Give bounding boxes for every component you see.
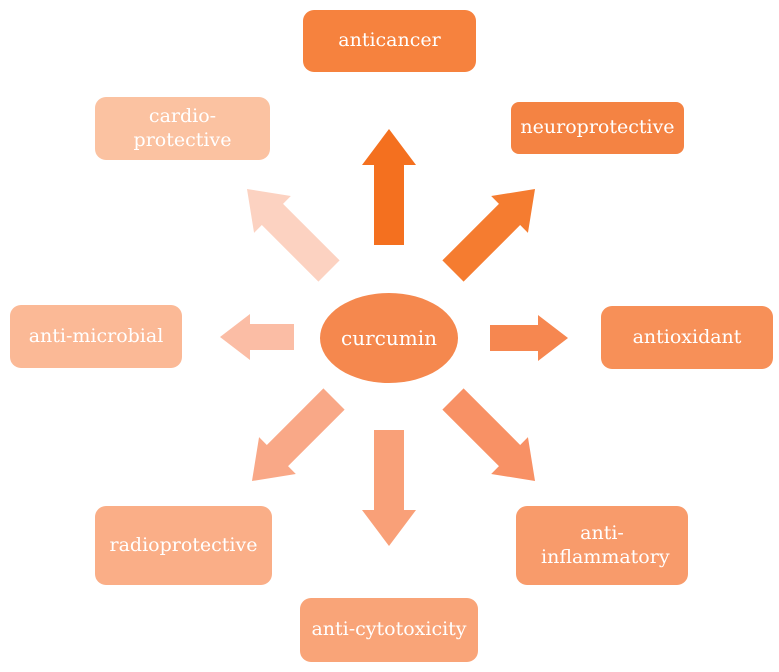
node-antioxidant-label: antioxidant (632, 325, 742, 348)
node-anti-cytotoxicity: anti-cytotoxicity (300, 598, 478, 662)
node-radioprotective-label: radioprotective (109, 533, 258, 556)
arrow-up-icon (362, 129, 416, 245)
node-anti-inflammatory: anti-inflammatory (516, 506, 688, 585)
node-anti-microbial: anti-microbial (10, 305, 182, 368)
node-anticancer-label: anticancer (338, 29, 441, 52)
center-node-curcumin-label: curcumin (341, 326, 437, 350)
arrow-down-icon (362, 430, 416, 546)
arrow-lower-left-icon (251, 388, 345, 482)
node-anti-cytotoxicity-label: anti-cytotoxicity (311, 618, 467, 641)
arrow-left-icon (220, 314, 294, 360)
node-cardio-protective: cardio-protective (95, 97, 270, 160)
arrow-upper-left-icon (246, 188, 340, 282)
node-neuroprotective: neuroprotective (511, 102, 684, 154)
arrow-upper-right-icon (442, 188, 536, 282)
node-antioxidant: antioxidant (601, 306, 773, 369)
node-neuroprotective-label: neuroprotective (520, 116, 675, 139)
arrow-right-icon (490, 315, 568, 361)
node-anti-microbial-label: anti-microbial (28, 324, 164, 347)
node-radioprotective: radioprotective (95, 506, 272, 585)
node-anticancer: anticancer (303, 10, 476, 72)
node-cardio-protective-label: cardio-protective (133, 104, 232, 151)
node-anti-inflammatory-label: anti-inflammatory (541, 521, 670, 568)
center-node-curcumin: curcumin (320, 293, 458, 383)
arrow-lower-right-icon (442, 388, 536, 482)
